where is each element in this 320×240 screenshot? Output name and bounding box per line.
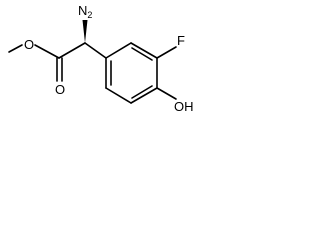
ring-bond-c2-c3 <box>130 42 158 59</box>
hydroxyl-label: OH <box>174 99 194 114</box>
wedge-bond-amine <box>82 20 88 43</box>
ester-oxygen-label: O <box>24 37 34 52</box>
amine-label: N2 <box>78 3 92 20</box>
amine-element: N <box>78 3 87 18</box>
bond-ring-hydroxyl <box>156 87 177 100</box>
bond-carbonyl-carbon-alpha-carbon <box>58 42 86 59</box>
bond-methyl-ester-oxygen <box>8 44 23 53</box>
ring-bond-c1-c2 <box>105 42 132 59</box>
bond-ester-oxygen-carbonyl-carbon <box>34 44 60 59</box>
molecule-structure-diagram: N2 F OH O O <box>8 3 194 114</box>
amine-hydrogen-count: 2 <box>87 10 92 20</box>
fluorine-label: F <box>177 33 185 48</box>
ring-bond-c5-c6 <box>105 87 132 104</box>
carbonyl-oxygen-label: O <box>55 82 65 97</box>
ring-inner-double-c4-c5 <box>131 85 153 99</box>
ring-bond-c4-c5 <box>130 87 158 104</box>
ring-inner-double-c2-c3 <box>131 47 153 61</box>
bond-alpha-carbon-ring <box>84 42 107 59</box>
bond-ring-fluorine <box>156 46 177 59</box>
